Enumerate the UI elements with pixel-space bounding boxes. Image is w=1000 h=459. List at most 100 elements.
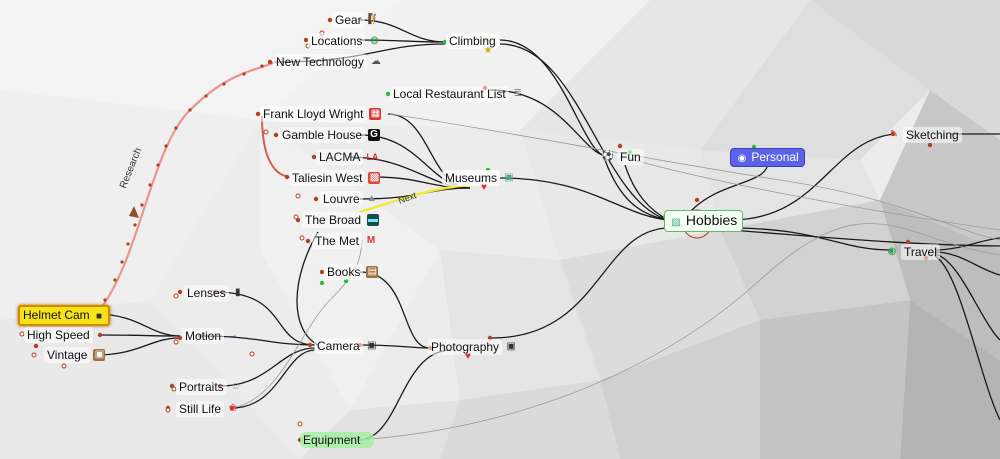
next-link [359,183,471,214]
node-louvre[interactable]: Louvre ▲ [320,191,378,207]
pencil-icon: ✎ [889,129,899,140]
cross-links [231,113,1000,441]
la-logo-icon: LA [366,152,379,162]
node-local-restaurant-list[interactable]: Local Restaurant List ≣ [390,86,524,102]
tulip-icon: ❀ [228,403,238,414]
node-sketching[interactable]: ✎ Sketching [888,127,962,143]
cloud-icon: ☁ [370,56,381,67]
node-gear[interactable]: Gear 🧗 [332,12,380,28]
node-label: Local Restaurant List [390,86,509,102]
runner-icon: → [228,330,239,341]
met-logo-icon: M [366,235,376,246]
tree-links [94,19,1000,441]
node-label: Books [324,264,364,280]
climber-icon: 🧗 [367,14,380,25]
building-icon: ▦ [369,108,382,120]
node-climbing[interactable]: Climbing [446,33,499,49]
node-label: High Speed [24,327,93,343]
node-label: Locations [308,33,366,49]
pyramid-icon: ▲ [366,193,377,204]
node-books[interactable]: Books ▤ [324,264,379,280]
photography-icons: ♥ [462,351,474,363]
node-gamble-house[interactable]: Gamble House G [279,127,381,143]
pattern-icon: ▩ [368,172,381,184]
node-label: Climbing [446,33,499,49]
node-label: Still Life [176,401,225,417]
node-label: New Technology [273,54,367,70]
g-logo-icon: G [368,129,381,141]
node-label: The Broad [302,212,365,228]
soccer-ball-icon: ⚽ [601,151,615,162]
node-hobbies[interactable]: ▨ Hobbies [664,210,744,232]
node-label: Fun [617,149,644,165]
ports-brown [17,17,933,443]
node-label-text: Personal [751,150,799,164]
node-label: The Met [312,233,363,249]
node-label: ◉ Personal [730,148,805,167]
trophy-icon: ★ [483,45,493,56]
node-locations[interactable]: Locations ◍ [308,33,380,49]
node-equipment[interactable]: Equipment [300,432,375,448]
screen-icon: ▬ [367,214,380,226]
picture-icon: ▣ [504,172,514,183]
museums-icons: ♥ [478,182,490,194]
node-label-text: Hobbies [685,212,738,228]
research-link [97,61,276,313]
node-high-speed[interactable]: High Speed [24,327,93,343]
node-label: ▨ Hobbies [664,210,744,232]
node-still-life[interactable]: Still Life ❀ [176,401,239,417]
node-label: Equipment [300,432,375,448]
node-taliesin-west[interactable]: Taliesin West ▩ [289,170,381,186]
landscape-icon: ▨ [671,217,681,228]
node-lacma[interactable]: LACMA LA [316,149,378,165]
node-label: Sketching [903,127,962,143]
camera-icon: ▣ [506,341,516,352]
node-label: Camera [314,338,363,354]
node-label: Louvre [320,191,363,207]
ports-hollow [19,30,325,427]
node-helmet-cam[interactable]: Helmet Cam ■ [18,305,111,326]
node-personal[interactable]: ◉ Personal [730,148,805,167]
node-label: Museums [442,170,501,186]
vintage-camera-icon: ▣ [93,349,106,361]
heart-icon: ♥ [481,182,487,193]
node-lenses[interactable]: Lenses ▮ [184,285,244,301]
node-new-technology[interactable]: New Technology ☁ [273,54,382,70]
video-camera-icon: ■ [96,311,103,322]
node-label: Portraits [176,379,227,395]
node-label-text: Helmet Cam [23,308,90,322]
node-fun[interactable]: ⚽ Fun [602,149,644,165]
node-museums[interactable]: Museums ▣ [442,170,515,186]
node-label: LACMA [316,149,364,165]
globe-icon: ◍ [887,246,897,257]
list-icon: ≣ [513,88,522,99]
node-label: Motion [182,328,225,344]
node-the-broad[interactable]: The Broad ▬ [302,212,380,228]
lens-icon: ▮ [234,287,241,298]
node-label: Gamble House [279,127,366,143]
node-photography[interactable]: Photography ▣ [428,339,517,355]
node-frank-lloyd-wright[interactable]: Frank Lloyd Wright ▦ [260,106,382,122]
portrait-icon: ☺ [230,381,241,392]
research-link-dots [103,64,264,302]
node-motion[interactable]: Motion → [182,328,239,344]
node-label: Taliesin West [289,170,366,186]
globe-icon: ◍ [370,35,379,46]
flw-taliesin-link [261,115,291,178]
node-label: Photography [428,339,503,355]
climbing-icons: ★ [482,45,494,57]
person-icon: ◉ [737,153,747,164]
node-camera[interactable]: Camera ▣ [314,338,378,354]
node-vintage[interactable]: Vintage ▣ [44,347,106,363]
node-label: Helmet Cam ■ [18,305,111,326]
node-portraits[interactable]: Portraits ☺ [176,379,242,395]
node-the-met[interactable]: The Met M [312,233,377,249]
node-label: Travel [901,244,940,260]
research-arrow [129,206,139,218]
node-travel[interactable]: ◍ Travel [886,244,940,260]
camera-icon: ▣ [366,340,377,351]
book-icon: ▤ [366,266,379,278]
node-label: Vintage [44,347,91,363]
node-label: Frank Lloyd Wright [260,106,367,122]
